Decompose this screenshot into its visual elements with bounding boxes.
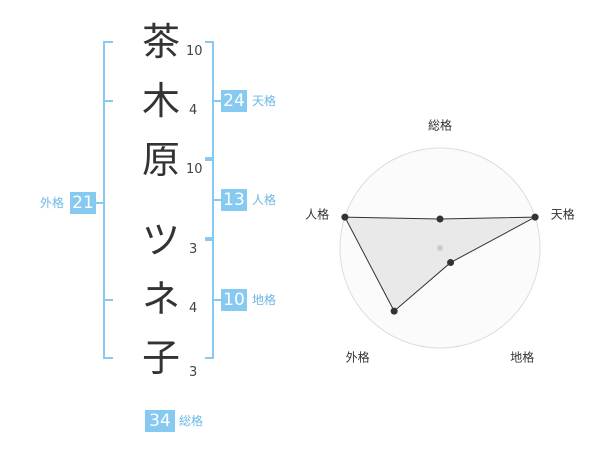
radar-center bbox=[437, 245, 443, 251]
radar-point-4 bbox=[390, 307, 398, 315]
name-char-2: 木 bbox=[141, 79, 180, 123]
radar-series-area bbox=[344, 216, 536, 312]
radar-axis-label-1: 総格 bbox=[428, 118, 452, 133]
name-char-6: 子 bbox=[141, 336, 180, 380]
chikaku-bracket bbox=[205, 239, 221, 359]
jinkaku-bracket bbox=[205, 159, 221, 239]
name-char-5: ネ bbox=[141, 277, 180, 321]
chikaku-value: 10 bbox=[221, 289, 247, 311]
gaikaku-value: 21 bbox=[70, 192, 96, 214]
radar-axis-label-3: 地格 bbox=[510, 349, 534, 364]
jinkaku-value: 13 bbox=[221, 189, 247, 211]
radar-point-5 bbox=[341, 213, 349, 221]
radar-axis-label-5: 人格 bbox=[305, 207, 329, 222]
name-char-1: 茶 bbox=[141, 20, 180, 64]
radar-point-3 bbox=[447, 259, 455, 267]
jinkaku-label: 人格 bbox=[252, 193, 277, 207]
gaikaku-bracket bbox=[96, 41, 113, 359]
radar-axis-label-4: 外格 bbox=[346, 349, 370, 364]
tenkaku-value: 24 bbox=[221, 90, 247, 112]
radar-point-2 bbox=[531, 213, 539, 221]
soukaku-value: 34 bbox=[145, 410, 175, 432]
stroke-count-3: 10 bbox=[186, 162, 203, 177]
stroke-count-5: 4 bbox=[189, 301, 198, 316]
chikaku-label: 地格 bbox=[252, 293, 277, 307]
stroke-count-2: 4 bbox=[189, 103, 198, 118]
tenkaku-bracket bbox=[205, 41, 221, 159]
tenkaku-label: 天格 bbox=[252, 94, 277, 108]
name-char-3: 原 bbox=[141, 138, 180, 182]
stroke-count-4: 3 bbox=[189, 242, 198, 257]
soukaku-label: 総格 bbox=[179, 414, 204, 428]
gaikaku-label: 外格 bbox=[40, 196, 65, 210]
name-char-4: ツ bbox=[141, 218, 180, 262]
radar-point-1 bbox=[436, 215, 444, 223]
stroke-count-6: 3 bbox=[189, 365, 198, 380]
stroke-count-1: 10 bbox=[186, 44, 203, 59]
radar-axis-label-2: 天格 bbox=[551, 207, 575, 222]
